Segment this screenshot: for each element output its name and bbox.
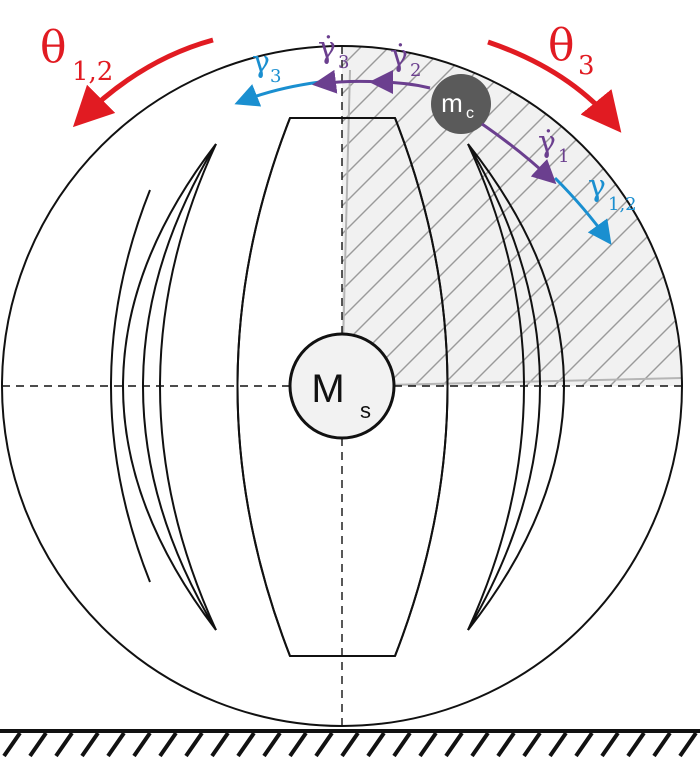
ground-hatch-line <box>470 731 490 758</box>
hatch-line <box>342 46 425 386</box>
hatch-line <box>511 46 682 386</box>
central-mass-label: M <box>311 367 344 411</box>
gamma-12-subscript: 1,2 <box>608 194 637 215</box>
gamma-3-symbol: γ <box>252 45 270 80</box>
gammadot-1-subscript: 1 <box>558 146 569 167</box>
ground-hatch-line <box>132 731 152 758</box>
ground-hatch-line <box>366 731 386 758</box>
ground-hatch-line <box>574 731 594 758</box>
theta-3-label: θ 3 <box>548 20 595 81</box>
theta-12-symbol: θ <box>40 22 67 73</box>
hatch-line <box>342 46 565 386</box>
ground-hatch-line <box>54 731 74 758</box>
ground-hatch-line <box>418 731 438 758</box>
ground-hatch-line <box>80 731 100 758</box>
ground-hatch-line <box>2 731 22 758</box>
gammadot-2-arrow <box>369 70 431 95</box>
theta-3-arrow <box>487 39 622 133</box>
ground-hatch-line <box>678 731 698 758</box>
ground-hatch-line <box>28 731 48 758</box>
moving-mass-subscript: c <box>466 105 474 122</box>
ground-hatch-line <box>314 731 334 758</box>
sector-edge-bottom <box>341 377 683 387</box>
ground-hatch-line <box>522 731 542 758</box>
ground-hatch-line <box>158 731 178 758</box>
gamma-12-symbol: γ <box>588 169 606 204</box>
ground-hatch-line <box>600 731 620 758</box>
central-mass-subscript: s <box>360 398 371 423</box>
central-mass-circle <box>288 332 396 440</box>
theta-12-subscript: 1,2 <box>72 57 113 87</box>
gammadot-3-label: γ̇ 3 <box>318 31 349 73</box>
theta-3-subscript: 3 <box>578 51 595 81</box>
gamma-3-arrow <box>234 80 321 107</box>
left-rib <box>122 143 217 631</box>
gammadot-1-arrow <box>481 122 557 185</box>
ground-hatch-line <box>106 731 126 758</box>
gammadot-1-label: γ̇ 1 <box>538 125 569 167</box>
ground-hatch-line <box>184 731 204 758</box>
theta-3-symbol: θ <box>548 20 575 71</box>
rib-arc-2 <box>236 117 291 657</box>
gamma-3-subscript: 3 <box>270 66 281 87</box>
ground-hatch-line <box>548 731 568 758</box>
gamma-3-label: γ 3 <box>252 45 281 87</box>
hatch-line <box>539 46 682 386</box>
ground <box>0 729 700 758</box>
gammadot-3-subscript: 3 <box>338 52 349 73</box>
gammadot-3-symbol: γ̇ <box>318 31 336 66</box>
rib-arc-1 <box>394 117 449 657</box>
hatch-line <box>342 46 481 386</box>
hatch-line <box>455 46 682 386</box>
ground-hatch-line <box>262 731 282 758</box>
ground-hatch-line <box>444 731 464 758</box>
gammadot-2-subscript: 2 <box>410 60 421 81</box>
ground-hatch-line <box>652 731 672 758</box>
gammadot-2-symbol: γ̇ <box>390 39 408 74</box>
hatch-line <box>0 40 340 400</box>
central-mass: M s <box>288 332 396 440</box>
ground-hatch-line <box>288 731 308 758</box>
hatch-line <box>399 46 682 386</box>
hatch-line <box>595 46 682 386</box>
rib-arc-5 <box>110 189 151 583</box>
ground-hatch-line <box>392 731 412 758</box>
ground-hatch-line <box>340 731 360 758</box>
theta-12-arrow <box>72 37 214 128</box>
ground-hatch-line <box>236 731 256 758</box>
theta-12-label: θ 1,2 <box>40 22 113 87</box>
gammadot-2-label: γ̇ 2 <box>390 39 421 81</box>
ground-hatching <box>2 731 698 758</box>
hatch-line <box>342 46 453 386</box>
moving-mass-label: m <box>441 88 463 118</box>
ground-hatch-line <box>626 731 646 758</box>
gamma-12-label: γ 1,2 <box>588 169 637 215</box>
moving-mass-circle <box>431 74 491 134</box>
hatch-line <box>567 46 682 386</box>
moving-mass: m c <box>431 74 491 134</box>
ground-hatch-line <box>496 731 516 758</box>
gammadot-1-symbol: γ̇ <box>538 125 556 160</box>
gamma-12-arrow <box>553 176 612 245</box>
ground-hatch-line <box>210 731 230 758</box>
